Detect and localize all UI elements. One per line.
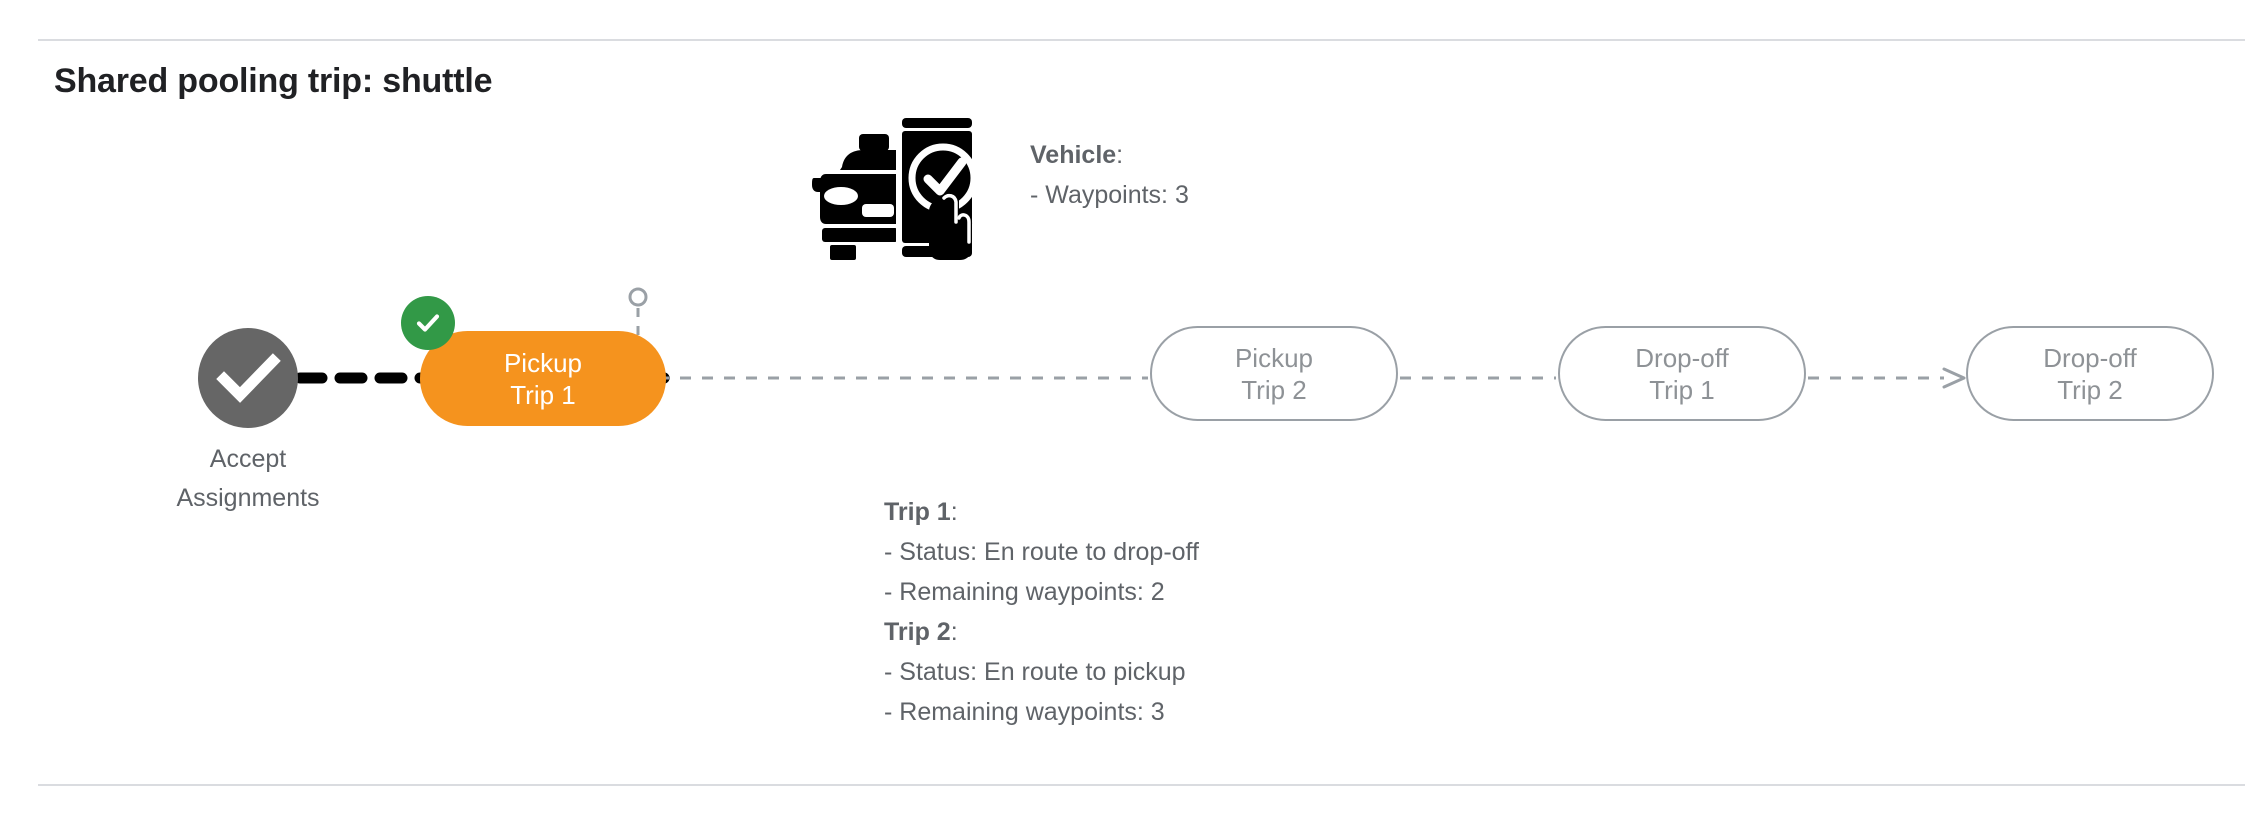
vehicle-marker[interactable] (812, 112, 974, 260)
top-divider (38, 39, 2245, 41)
step-dropoff-trip-2-line-2: Trip 2 (2057, 374, 2123, 405)
vehicle-phone-check-icon (812, 118, 974, 260)
accept-assignments-node[interactable] (198, 328, 298, 428)
trip-2-heading-row: Trip 2: (884, 612, 1199, 652)
vehicle-info-block: Vehicle: - Waypoints: 3 (1030, 135, 1189, 215)
accept-assignments-label: Accept Assignments (108, 440, 388, 518)
step-pickup-trip-2-line-1: Pickup (1234, 342, 1314, 373)
vehicle-info-heading: Vehicle (1030, 141, 1117, 169)
step-dropoff-trip-1[interactable]: Drop-off Trip 1 (1558, 326, 1806, 421)
step-dropoff-trip-1-line-2: Trip 1 (1649, 374, 1715, 405)
step-dropoff-trip-2[interactable]: Drop-off Trip 2 (1966, 326, 2214, 421)
step-dropoff-trip-1-line-1: Drop-off (1635, 342, 1729, 373)
step-pickup-trip-1[interactable]: Pickup Trip 1 (420, 331, 666, 426)
step-pickup-trip-1-line-2: Trip 1 (510, 379, 576, 410)
trip-1-status: - Status: En route to drop-off (884, 538, 1199, 566)
check-circle-icon (216, 353, 281, 403)
step-pickup-trip-2-line-2: Trip 2 (1241, 374, 1307, 405)
vehicle-info-heading-colon: : (1116, 141, 1124, 169)
trip-1-heading: Trip 1 (884, 498, 951, 526)
pickup-trip-1-complete-badge (401, 296, 455, 350)
trip-2-status: - Status: En route to pickup (884, 658, 1186, 686)
trip-details-block: Trip 1: - Status: En route to drop-off -… (884, 492, 1199, 732)
step-pickup-trip-2[interactable]: Pickup Trip 2 (1150, 326, 1398, 421)
step-dropoff-trip-2-line-1: Drop-off (2043, 342, 2137, 373)
vehicle-leader-endpoint (628, 287, 648, 307)
accept-label-line-1: Accept (209, 445, 287, 473)
connector-arrowhead (1942, 367, 1966, 389)
page-title: Shared pooling trip: shuttle (54, 62, 493, 100)
trip-2-heading-colon: : (950, 618, 958, 646)
trip-2-heading: Trip 2 (884, 618, 951, 646)
check-icon (416, 314, 440, 332)
trip-1-heading-colon: : (950, 498, 958, 526)
accept-label-line-2: Assignments (176, 484, 320, 512)
vehicle-info-heading-row: Vehicle: (1030, 135, 1189, 175)
bottom-divider (38, 784, 2245, 786)
step-pickup-trip-1-line-1: Pickup (503, 347, 583, 378)
vehicle-waypoints-row: - Waypoints: 3 (1030, 181, 1189, 209)
trip-1-remaining-waypoints: - Remaining waypoints: 2 (884, 578, 1165, 606)
trip-1-heading-row: Trip 1: (884, 492, 1199, 532)
trip-2-remaining-waypoints: - Remaining waypoints: 3 (884, 698, 1165, 726)
